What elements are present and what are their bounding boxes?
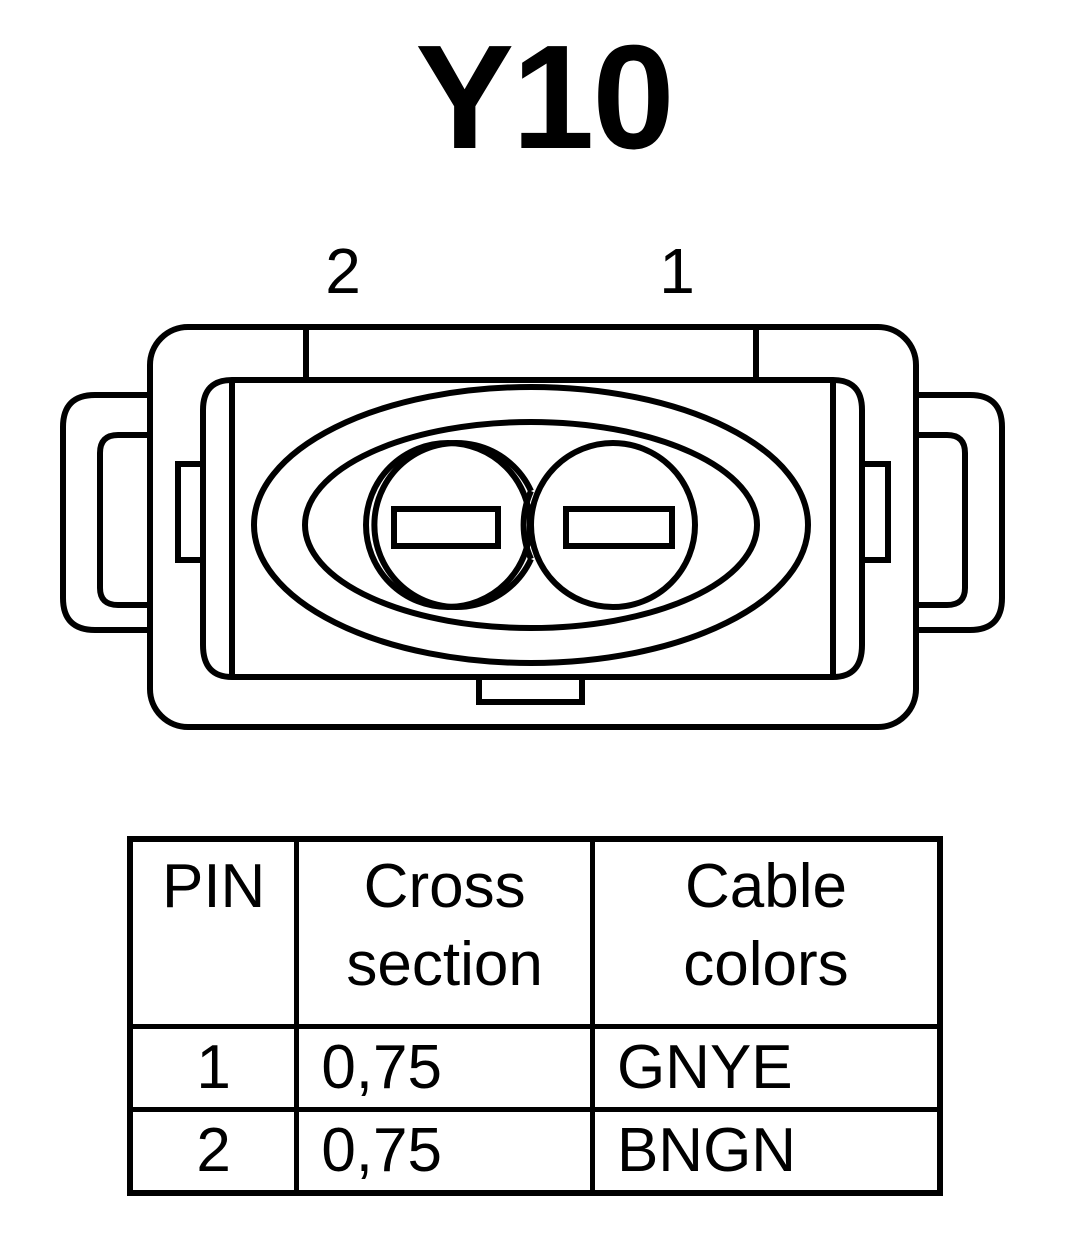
- header-cross-section: Cross section: [294, 836, 595, 1029]
- header-cable-colors: Cable colors: [589, 836, 943, 1029]
- cross-section-cell: 0,75: [294, 1107, 595, 1196]
- cross-section-cell: 0,75: [294, 1024, 595, 1112]
- left-latch: [60, 392, 150, 633]
- outer-housing: [147, 324, 919, 730]
- pin-cell: 2: [127, 1107, 300, 1196]
- cable-color-cell: BNGN: [589, 1107, 943, 1196]
- right-latch: [915, 392, 1005, 633]
- outer-oval: [251, 384, 811, 666]
- pin-label-2: 2: [325, 235, 361, 307]
- table-row: 2 0,75 BNGN: [127, 1107, 943, 1196]
- connector-title: Y10: [415, 15, 674, 180]
- inner-oval: [302, 419, 760, 631]
- terminal-2: [363, 440, 534, 610]
- header-pin: PIN: [127, 836, 300, 1029]
- cable-color-cell: GNYE: [589, 1024, 943, 1112]
- connector-drawing: [60, 324, 1005, 730]
- bottom-tab: [476, 674, 585, 705]
- table-row: 1 0,75 GNYE: [127, 1024, 943, 1112]
- terminal-1: [528, 440, 698, 610]
- pin-cell: 1: [127, 1024, 300, 1112]
- pin-table: PIN Cross section Cable colors 1 0,75 GN…: [127, 836, 943, 1196]
- pin-label-1: 1: [659, 235, 695, 307]
- top-key: [303, 327, 759, 380]
